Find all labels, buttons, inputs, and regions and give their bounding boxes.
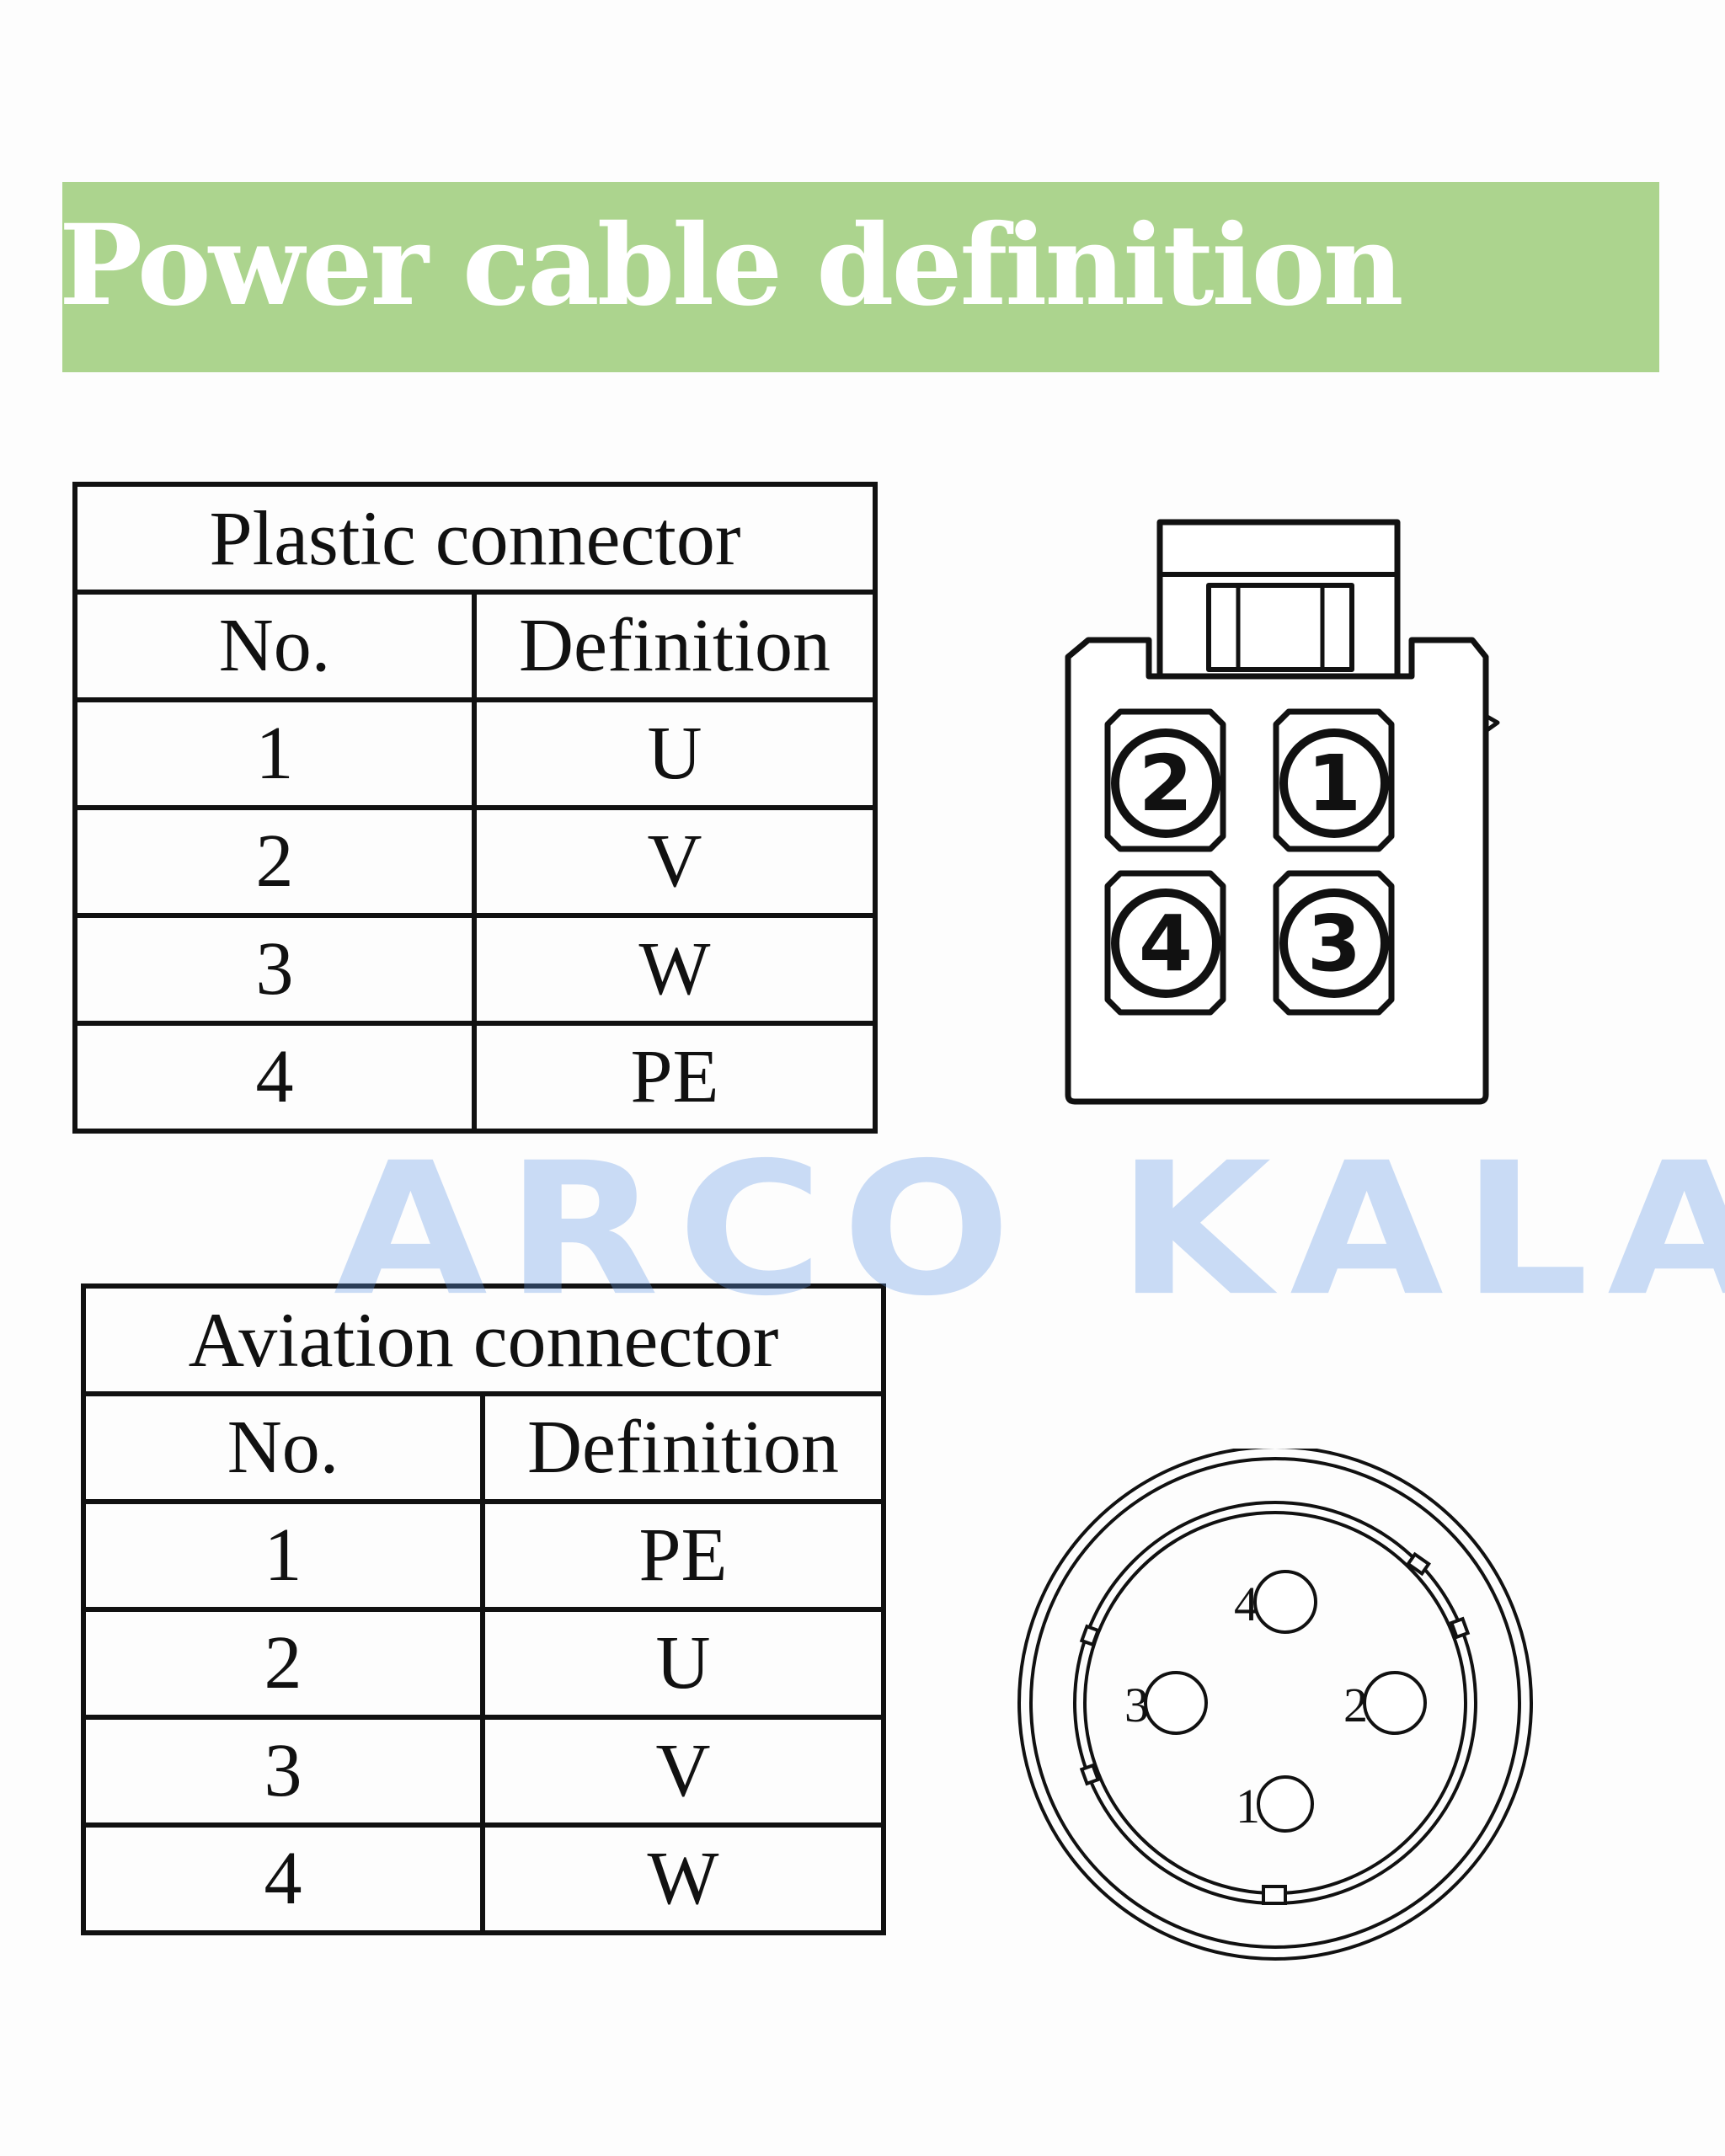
table-row: 3 V (81, 1715, 887, 1828)
pin-label: 4 (1234, 1577, 1258, 1631)
pin-label: 1 (1307, 739, 1361, 829)
pin-definition: PE (479, 1499, 887, 1612)
pin-label: 1 (1236, 1779, 1260, 1833)
pin-definition: U (479, 1607, 887, 1720)
pin-number: 2 (81, 1607, 485, 1720)
table-row: 1 PE (81, 1499, 887, 1612)
table-row: 4 PE (72, 1021, 878, 1134)
table-row: 3 W (72, 913, 878, 1026)
pin-definition: V (479, 1715, 887, 1828)
column-header-definition: Definition (472, 590, 878, 702)
pin-number: 1 (72, 697, 477, 810)
page-title: Power cable definition (59, 200, 1404, 331)
column-header-no: No. (81, 1391, 485, 1504)
table-caption: Plastic connector (72, 482, 878, 595)
aviation-connector-diagram: 4 3 2 1 (1011, 1445, 1550, 1988)
table-row: 4 W (81, 1822, 887, 1935)
pin-number: 3 (81, 1715, 485, 1828)
plastic-connector-diagram: 2 1 4 3 (1044, 505, 1533, 1112)
pin-label: 2 (1343, 1678, 1368, 1732)
table-caption: Aviation connector (80, 1283, 887, 1396)
pin-definition: V (472, 805, 878, 918)
pin-number: 2 (72, 805, 477, 918)
pin-number: 4 (81, 1822, 485, 1935)
pin-definition: W (472, 913, 878, 1026)
column-header-definition: Definition (479, 1391, 887, 1504)
table-row: 1 U (72, 697, 878, 810)
pin-definition: U (472, 697, 878, 810)
pin-label: 3 (1307, 899, 1361, 989)
pin-definition: PE (472, 1021, 878, 1134)
pin-number: 3 (72, 913, 477, 1026)
aviation-connector-table: Aviation connector No. Definition 1 PE 2… (80, 1283, 887, 1935)
plastic-connector-table: Plastic connector No. Definition 1 U 2 V… (72, 482, 878, 1134)
pin-number: 1 (81, 1499, 485, 1612)
title-banner (62, 182, 1659, 372)
pin-label: 2 (1139, 739, 1193, 829)
pin-label: 4 (1139, 899, 1193, 989)
pin-definition: W (479, 1822, 887, 1935)
table-row: 2 V (72, 805, 878, 918)
column-header-no: No. (72, 590, 477, 702)
table-row: 2 U (81, 1607, 887, 1720)
pin-number: 4 (72, 1021, 477, 1134)
pin-label: 3 (1124, 1678, 1149, 1732)
